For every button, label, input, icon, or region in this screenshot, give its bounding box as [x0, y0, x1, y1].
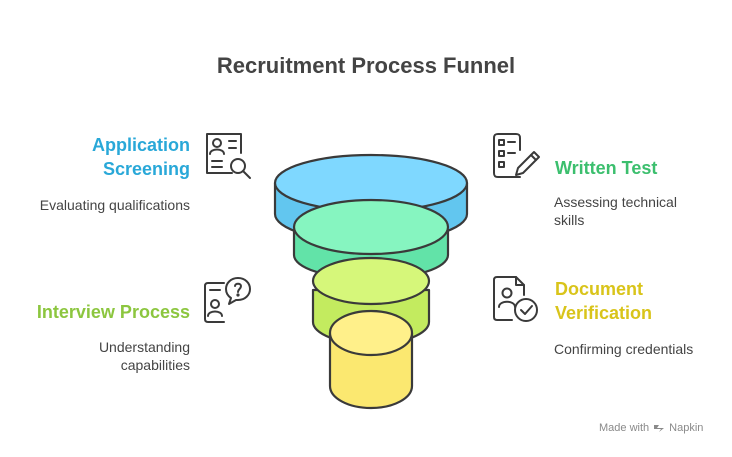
page-title: Recruitment Process Funnel — [216, 53, 516, 78]
step-interview-process-description: Understanding capabilities — [98, 339, 190, 373]
step-document-verification-label: Document Verification — [555, 279, 653, 323]
funnel-layer-document-verification — [328, 309, 414, 410]
candidate-search-icon — [206, 133, 251, 179]
step-application-screening-label: Application Screening — [92, 135, 190, 179]
checklist-pencil-icon — [493, 133, 540, 178]
step-written-test-description: Assessing technical skills — [554, 194, 677, 228]
step-application-screening-description: Evaluating qualifications — [39, 197, 190, 213]
step-document-verification-description: Confirming credentials — [554, 341, 694, 357]
napkin-brand-text: Napkin — [669, 422, 704, 434]
napkin-logo-icon — [654, 425, 665, 432]
step-written-test-label: Written Test — [555, 158, 658, 178]
interview-question-icon — [204, 277, 251, 323]
verified-document-icon — [493, 276, 538, 322]
made-with-text: Made with — [599, 422, 650, 434]
step-interview-process-label: Interview Process — [36, 302, 190, 322]
made-with-napkin-badge[interactable]: Made with Napkin — [599, 422, 703, 434]
